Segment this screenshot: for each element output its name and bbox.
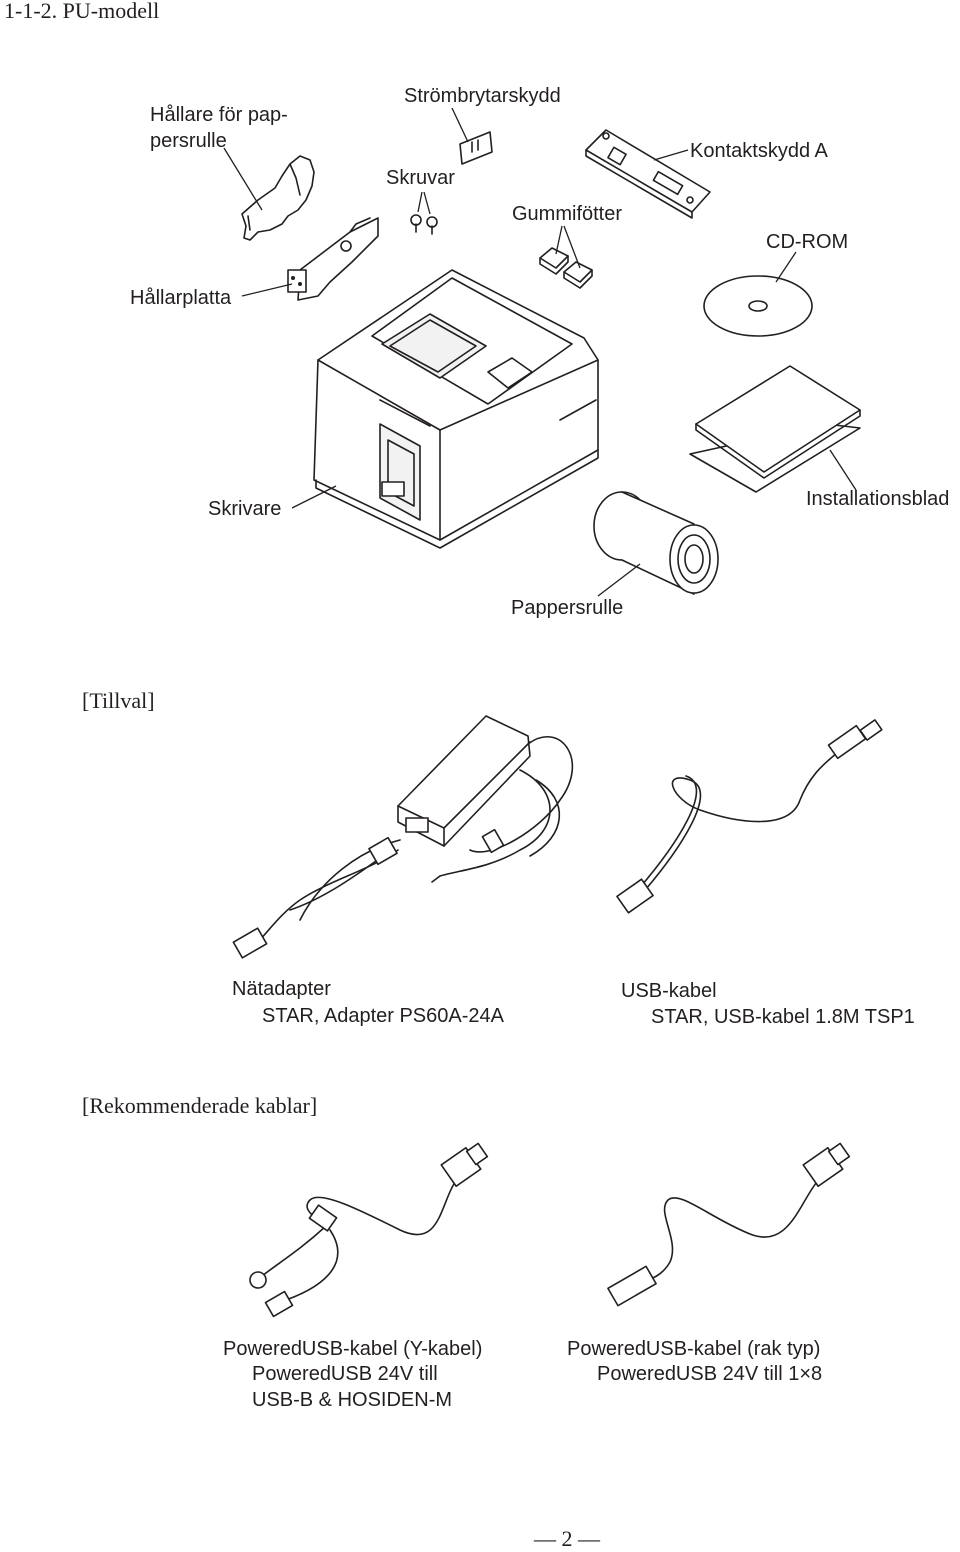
y-cable-line3: USB-B & HOSIDEN-M (252, 1389, 453, 1411)
ac-adapter-model: STAR, Adapter PS60A-24A (262, 1005, 504, 1027)
usb-cable-model: STAR, USB-kabel 1.8M TSP1 (651, 1006, 915, 1028)
page-number-dash-right: — (572, 1526, 600, 1551)
options-heading: [Tillval] (82, 688, 155, 713)
ac-adapter-name: Nätadapter (232, 978, 331, 1000)
label-printer: Skrivare (208, 498, 282, 520)
printer-illustration (291, 269, 599, 549)
page-number: — 2 — (534, 1526, 600, 1552)
straight-cable-line1: PoweredUSB-kabel (rak typ) (567, 1338, 821, 1360)
label-paper-holder: Hållare för pap- persrulle (150, 104, 288, 152)
installation-sheet-illustration (689, 365, 861, 493)
usb-cable-name: USB-kabel (621, 980, 717, 1002)
cdrom-illustration (703, 251, 813, 337)
page-number-dash-left: — (534, 1526, 562, 1551)
paper-roll-holder-illustration (223, 147, 315, 241)
screws-illustration (410, 191, 438, 235)
label-rubber-feet: Gummifötter (512, 203, 623, 225)
rubber-feet-illustration (539, 225, 593, 289)
y-cable-illustration (249, 1142, 489, 1318)
usb-cable-illustration (616, 719, 883, 914)
section-title: 1-1-2. PU-modell (4, 0, 160, 23)
switch-cover-illustration (451, 107, 493, 165)
label-install-sheet: Installationsblad (806, 488, 950, 510)
recommended-heading: [Rekommenderade kablar] (82, 1093, 318, 1118)
y-cable-line1: PoweredUSB-kabel (Y-kabel) (223, 1338, 483, 1360)
label-switch-cover: Strömbrytarskydd (404, 85, 561, 107)
paper-roll-illustration (593, 491, 719, 597)
label-screws: Skruvar (386, 167, 455, 189)
connector-cover-illustration (585, 129, 711, 219)
label-cdrom: CD-ROM (766, 231, 849, 253)
straight-cable-illustration (607, 1142, 851, 1307)
label-holder-plate: Hållarplatta (130, 287, 232, 309)
y-cable-line2: PoweredUSB 24V till (252, 1363, 438, 1385)
ac-adapter-illustration (232, 715, 573, 959)
holder-plate-illustration (241, 217, 379, 301)
label-paper-roll: Pappersrulle (511, 597, 624, 619)
label-connector-cover: Kontaktskydd A (690, 140, 828, 162)
page-number-value: 2 (561, 1526, 573, 1551)
straight-cable-line2: PoweredUSB 24V till 1×8 (597, 1363, 823, 1385)
